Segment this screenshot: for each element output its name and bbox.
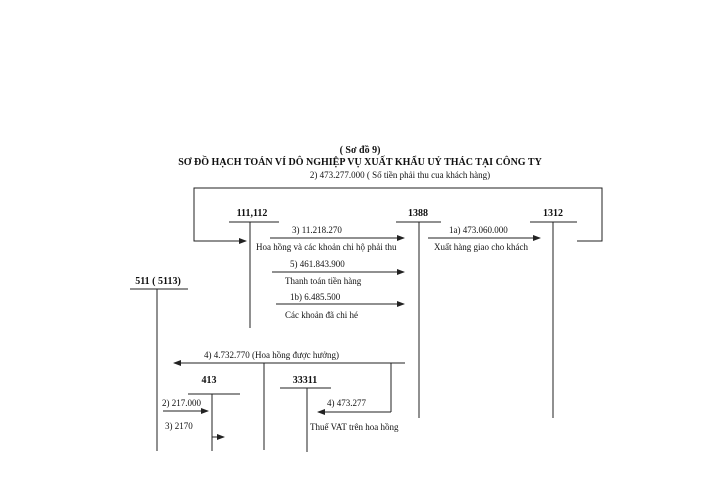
entry-1b-amount: 1b) 6.485.500: [290, 292, 341, 302]
entry-4-vat-description: Thuế VAT trên hoa hồng: [310, 422, 399, 432]
entry-1a-amount: 1a) 473.060.000: [449, 225, 508, 235]
entry-2-bottom-amount: 2) 217.000: [162, 398, 201, 408]
entry-5-amount: 5) 461.843.900: [290, 259, 345, 269]
entry-5-description: Thanh toán tiền hàng: [285, 276, 362, 286]
entry-3-bottom-amount: 3) 2170: [165, 421, 193, 431]
loop-arrow-1312-to-111: [193, 187, 603, 244]
entry-1b-description: Các khoản đã chi hé: [285, 310, 358, 320]
account-33311-label: 33311: [293, 375, 317, 386]
entry-4-top-label: 4) 4.732.770 (Hoa hồng được hưởng): [204, 350, 339, 360]
entry-1a-description: Xuất hàng giao cho khách: [434, 242, 528, 252]
account-1388-label: 1388: [408, 208, 428, 219]
account-1312-label: 1312: [543, 208, 563, 219]
diagram-title: SƠ ĐỒ HẠCH TOÁN VÍ DÔ NGHIỆP VỤ XUẤT KHẨ…: [178, 155, 542, 168]
entry-3-amount: 3) 11.218.270: [292, 225, 342, 235]
entry-4-vat-amount: 4) 473.277: [327, 398, 366, 408]
diagram-number: ( Sơ đồ 9): [340, 145, 381, 156]
entry-3-description: Hoa hồng và các khoản chi hộ phải thu: [256, 242, 397, 252]
account-413-label: 413: [202, 375, 217, 386]
account-511-label: 511 ( 5113): [135, 276, 181, 287]
entry-2-top-label: 2) 473.277.000 ( Số tiền phải thu cua kh…: [310, 170, 490, 180]
account-111-112-label: 111,112: [237, 208, 268, 219]
